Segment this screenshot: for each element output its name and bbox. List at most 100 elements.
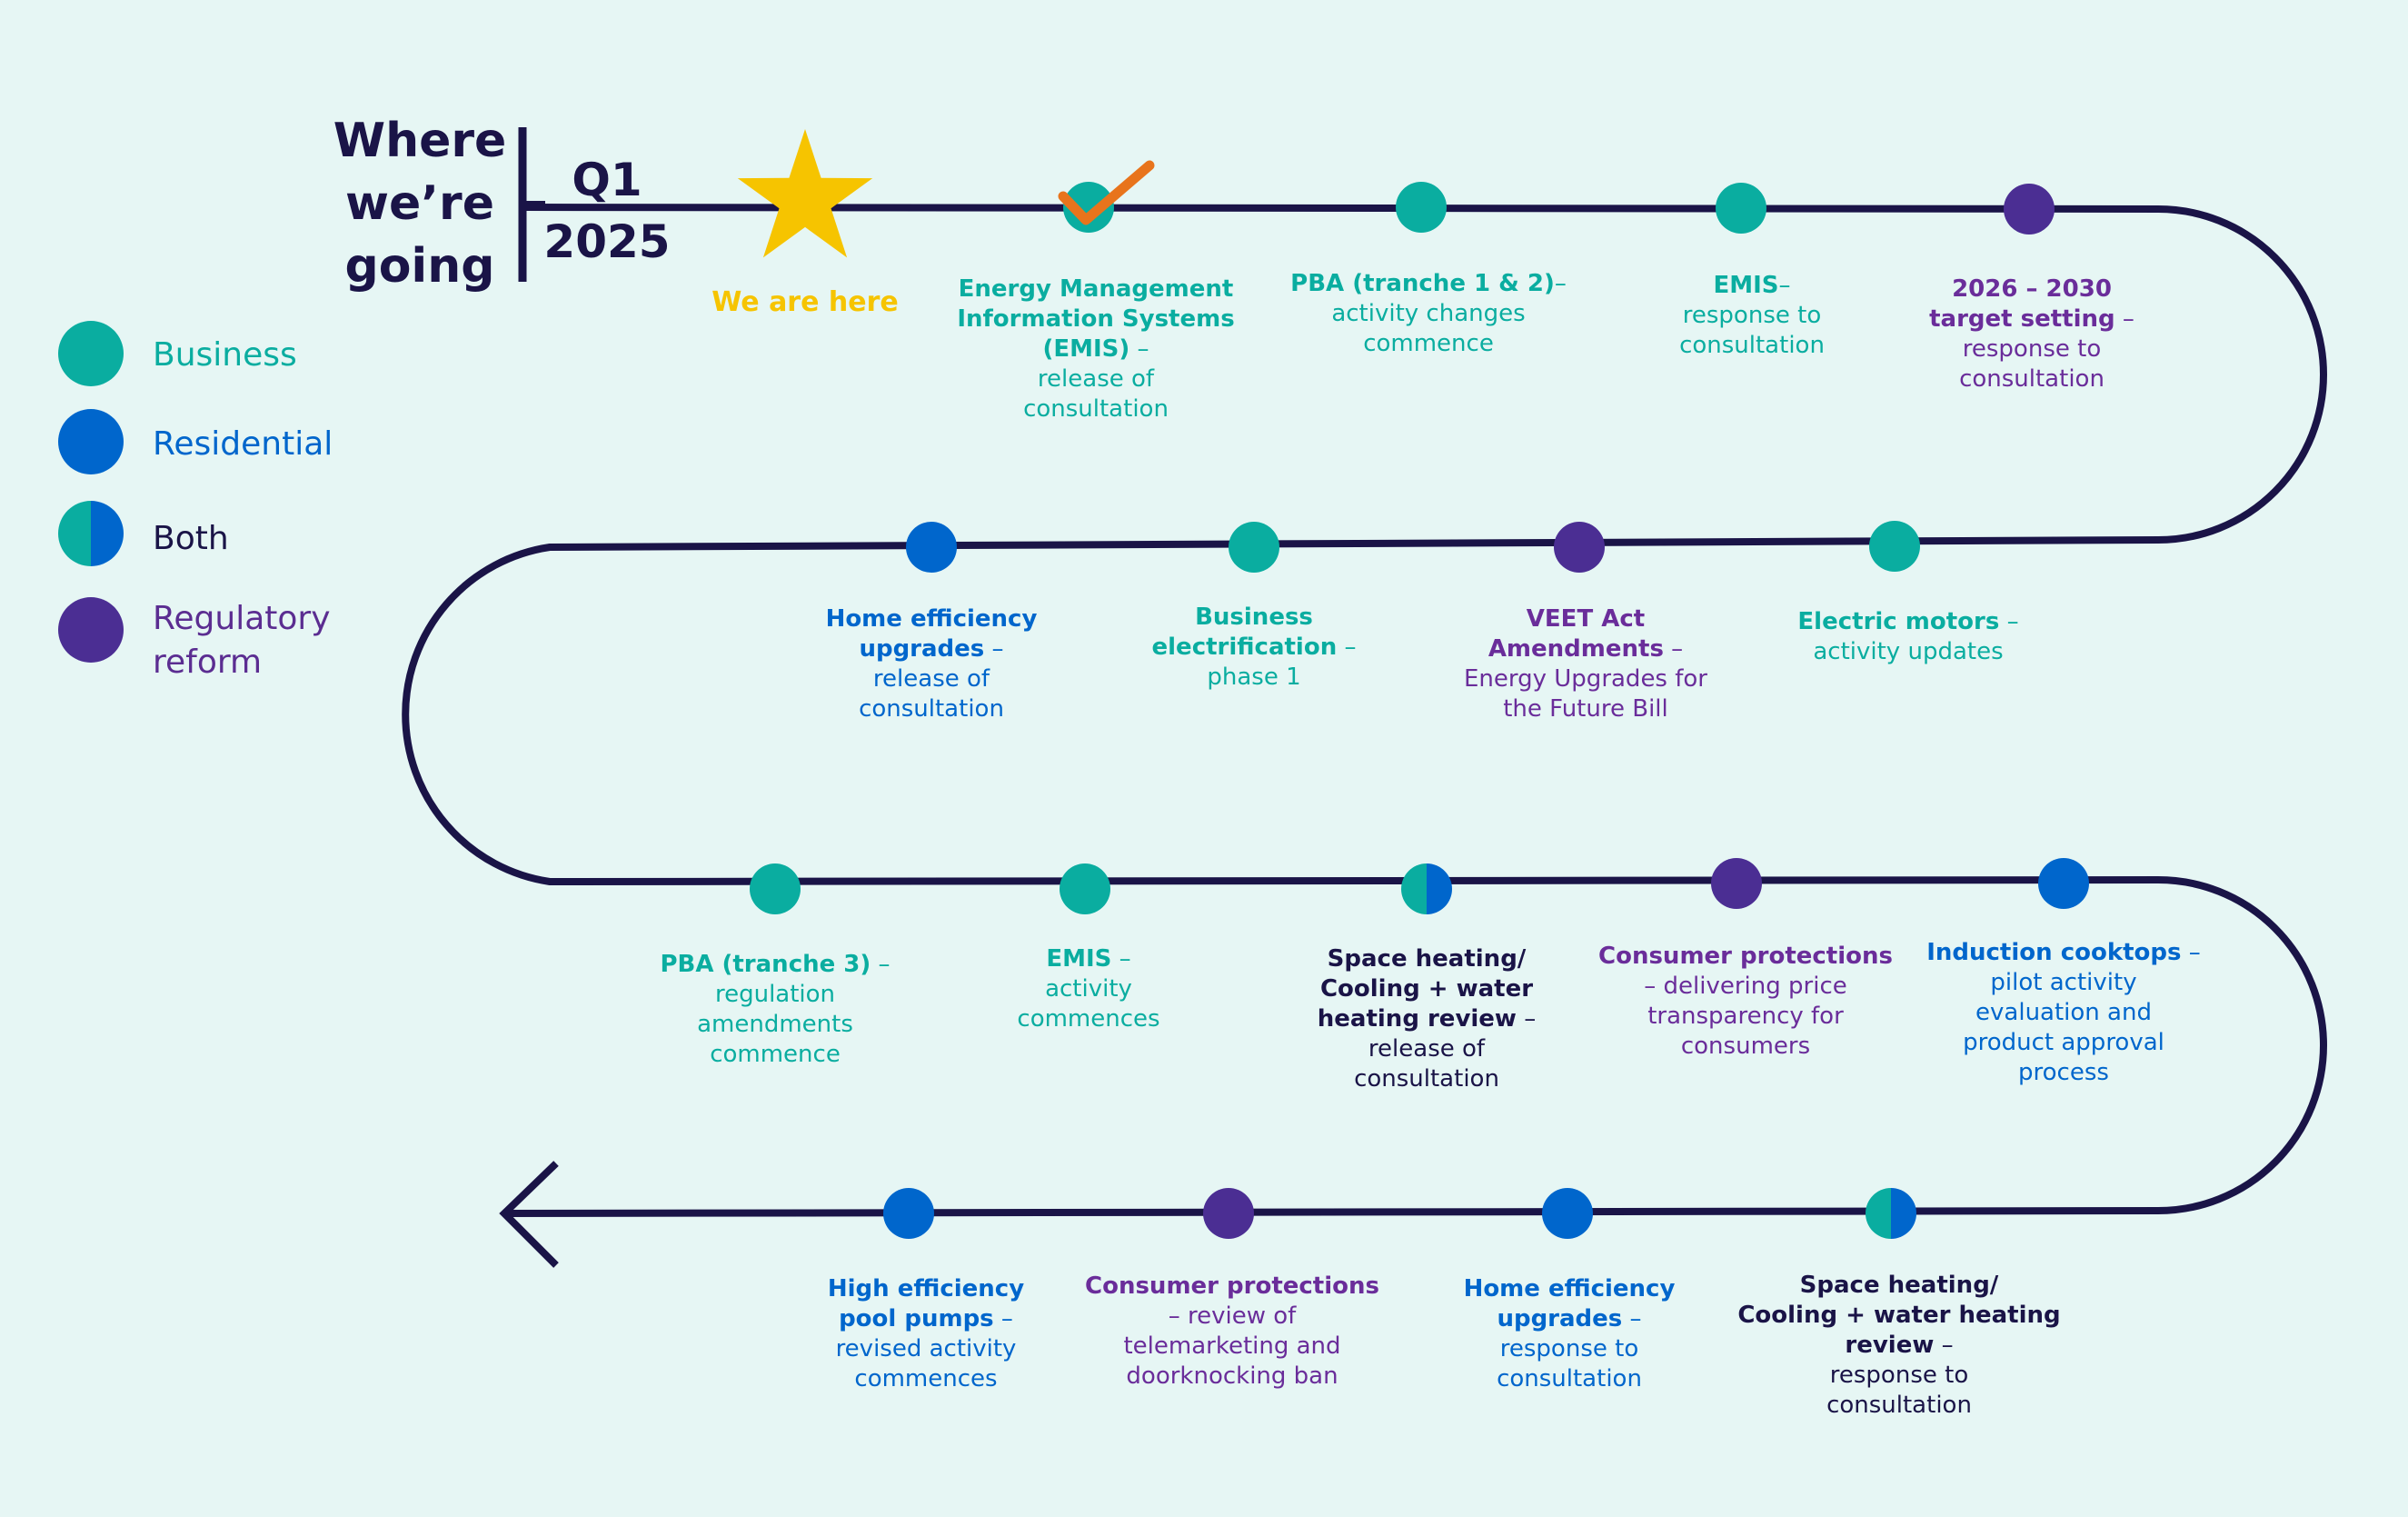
milestone-dot-right (1891, 1188, 1916, 1239)
milestone-label-text: PBA (tranche 1 & 2) (1290, 270, 1555, 297)
milestone-label-text: VEET Act (1527, 605, 1645, 633)
milestone-label-text: Space heating/ (1328, 945, 1527, 973)
milestone-label-text: Consumer protections (1598, 943, 1893, 970)
milestone-label-text: activity changes (1331, 300, 1525, 327)
milestone-label-text: target setting (1929, 305, 2115, 333)
milestone-label-text: electrification (1152, 634, 1338, 661)
milestone-dot-left (1401, 863, 1427, 914)
milestone-label-line: – delivering price (1644, 973, 1846, 1000)
milestone-label-text: consumers (1681, 1033, 1810, 1060)
legend-label-residential: Residential (153, 425, 333, 463)
milestone-dot (1063, 182, 1114, 233)
milestone-label-line: PBA (tranche 1 & 2)– (1290, 270, 1567, 297)
milestone-label-text: Home efficiency (1464, 1275, 1676, 1302)
milestone-label-text: response to (1963, 335, 2101, 363)
milestone-label-text: 2026 – 2030 (1952, 275, 2112, 303)
milestone-label-text: Energy Management (959, 275, 1234, 303)
legend-label-business: Business (153, 336, 297, 374)
milestone-label-text: consultation (1023, 395, 1169, 423)
milestone-label-line: release of (1038, 365, 1155, 393)
milestone-dot-left (1866, 1188, 1891, 1239)
title-line-3: going (344, 239, 494, 294)
milestone-label-line: activity (1045, 975, 1132, 1003)
milestone-label-line: activity changes (1331, 300, 1525, 327)
quarter-label: Q1 (572, 154, 642, 206)
milestone-label-line: Amendments – (1488, 635, 1683, 663)
milestone-label-text: process (2018, 1059, 2109, 1086)
milestone-label-text: Consumer protections (1085, 1272, 1379, 1300)
milestone-label-text: release of (1368, 1035, 1486, 1063)
milestone-label-line: Space heating/ (1328, 945, 1527, 973)
milestone-9: PBA (tranche 3) – regulation amendments com… (660, 863, 891, 1068)
milestone-label-line: commence (710, 1041, 841, 1068)
milestone-label-line: consultation (1497, 1365, 1642, 1392)
milestone-label-line: response to (1963, 335, 2101, 363)
milestone-label-text: commence (710, 1041, 841, 1068)
milestone-label-text: – delivering price (1644, 973, 1846, 1000)
milestone-label-dash: – (1337, 634, 1356, 661)
milestone-label-text: consultation (859, 695, 1004, 723)
milestone-label-line: consultation (1959, 365, 2105, 393)
milestone-label-line: – review of (1169, 1302, 1297, 1330)
title-line-2: we’re (345, 176, 494, 231)
legend-label-regulatory-line2: reform (153, 644, 262, 681)
milestone-label-line: evaluation and (1975, 999, 2152, 1026)
milestone-label-text: release of (1038, 365, 1155, 393)
milestone-label-line: transparency for (1647, 1003, 1844, 1030)
both-dot-icon-right (91, 501, 124, 566)
we-are-here-label: We are here (711, 286, 899, 318)
milestone-dot (1711, 858, 1762, 909)
legend-label-both: Both (153, 520, 229, 557)
milestone-label-text: response to (1500, 1335, 1638, 1362)
milestone-label-text: Information Systems (957, 305, 1234, 333)
milestone-label-line: PBA (tranche 3) – (660, 951, 890, 978)
milestone-label-line: Home efficiency (826, 605, 1038, 633)
milestone-label-line: activity updates (1813, 638, 2003, 665)
milestone-label-text: amendments (697, 1011, 853, 1038)
milestone-label-text: release of (873, 665, 990, 693)
milestone-dot (906, 522, 957, 573)
milestone-label-line: amendments (697, 1011, 853, 1038)
milestone-label-text: – review of (1169, 1302, 1297, 1330)
milestone-label-text: commences (854, 1365, 997, 1392)
milestone-label-text: phase 1 (1207, 664, 1300, 691)
milestone-label-line: consumers (1681, 1033, 1810, 1060)
milestone-label-text: activity (1045, 975, 1132, 1003)
milestone-label-line: Cooling + water (1320, 975, 1533, 1003)
milestone-label-text: doorknocking ban (1126, 1362, 1338, 1390)
legend-item-both: Both (58, 501, 229, 566)
milestone-label-line: target setting – (1929, 305, 2134, 333)
milestone-label-text: consultation (1354, 1065, 1499, 1093)
milestone-label-line: review – (1845, 1332, 1953, 1359)
milestone-label-line: Electric motors – (1797, 608, 2018, 635)
milestone-dot (1060, 863, 1110, 914)
milestone-label-line: High efficiency (828, 1275, 1024, 1302)
milestone-label-text: consultation (1679, 332, 1825, 359)
year-label: 2025 (543, 215, 670, 268)
milestone-dot (1542, 1188, 1593, 1239)
milestone-label-text: Cooling + water heating (1737, 1302, 2060, 1329)
milestone-label-line: electrification – (1152, 634, 1357, 661)
milestone-label-line: regulation (715, 981, 835, 1008)
milestone-label-dash: – (994, 1305, 1013, 1332)
milestone-label-line: telemarketing and (1123, 1332, 1340, 1360)
milestone-label-line: response to (1830, 1362, 1968, 1389)
milestone-label-line: doorknocking ban (1126, 1362, 1338, 1390)
milestone-label-line: process (2018, 1059, 2109, 1086)
milestone-dot (1869, 521, 1920, 572)
milestone-label-text: heating review (1318, 1005, 1517, 1033)
milestone-label-text: Amendments (1488, 635, 1664, 663)
milestone-label-dash: – (1999, 608, 2018, 635)
